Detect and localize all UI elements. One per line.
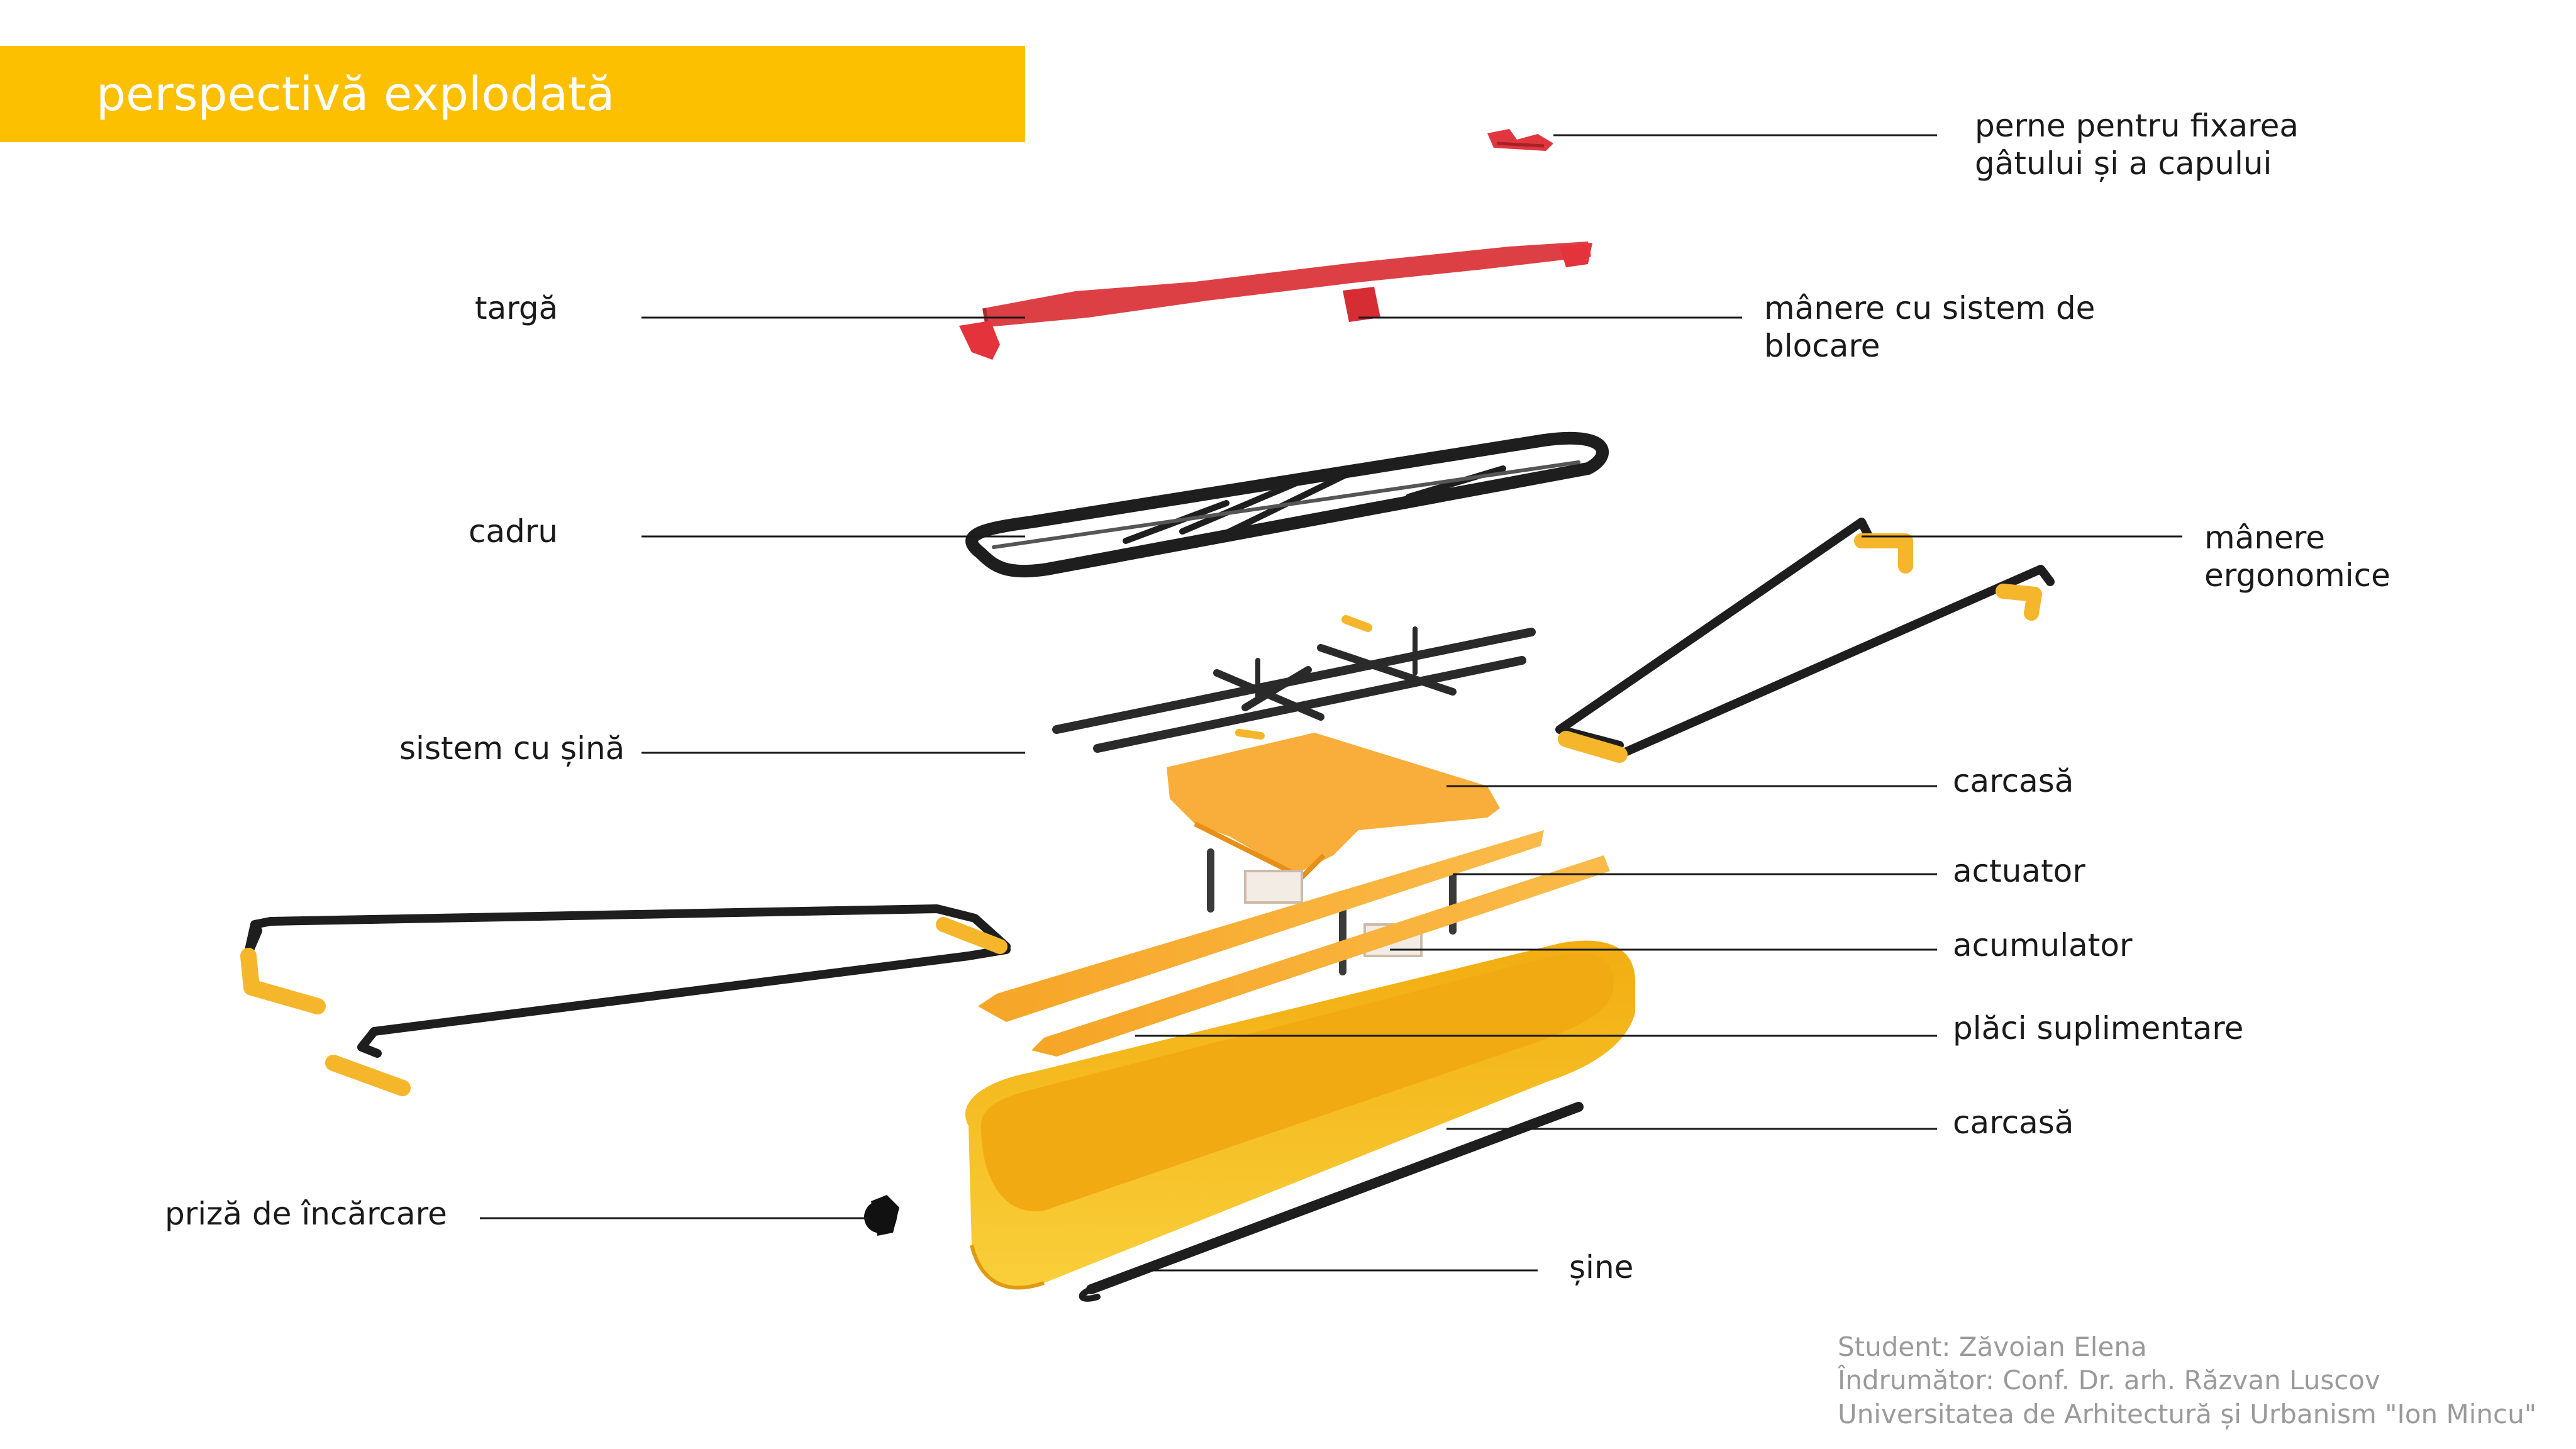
ergonomic-handles-right [1555,518,2055,763]
charging-socket [864,1195,899,1236]
credit-university: Universitatea de Arhitectură și Urbanism… [1838,1398,2537,1430]
rails-sine [1079,1102,1584,1302]
label-lower-housing: carcasă [1953,1104,2074,1141]
label-ergonomic-handles: mânere ergonomice [2204,519,2390,594]
label-charging-socket: priză de încărcare [165,1196,447,1232]
leader-lines [480,134,2182,1272]
label-upper-housing: carcasă [1953,763,2074,799]
label-rail-system: sistem cu șină [399,730,625,767]
label-frame: cadru [469,513,558,550]
upper-housing [1167,733,1500,880]
label-actuator: actuator [1953,853,2085,889]
credit-student: Student: Zăvoian Elena [1838,1331,2147,1362]
additional-plates [978,830,1610,1057]
frame-cadru [965,431,1609,578]
label-additional-plates: plăci suplimentare [1953,1010,2244,1046]
title-banner: perspectivă explodată [0,46,1025,142]
ergonomic-handles-left [240,904,1011,1096]
credits-block: Student: Zăvoian Elena Îndrumător: Conf.… [1838,1330,2536,1431]
label-battery: acumulator [1953,927,2133,963]
label-neck-pillows: perne pentru fixarea gâtului și a capulu… [1975,108,2299,182]
label-stretcher: targă [475,290,558,326]
stretcher-targa [959,242,1592,360]
credit-advisor: Îndrumător: Conf. Dr. arh. Răzvan Luscov [1838,1365,2380,1396]
lower-housing [965,940,1635,1290]
neck-pillows [1487,129,1553,151]
label-locking-handles: mânere cu sistem de blocare [1764,290,2096,364]
label-rails: șine [1569,1249,1634,1285]
page-title: perspectivă explodată [96,67,615,121]
rail-system [1052,615,1536,753]
